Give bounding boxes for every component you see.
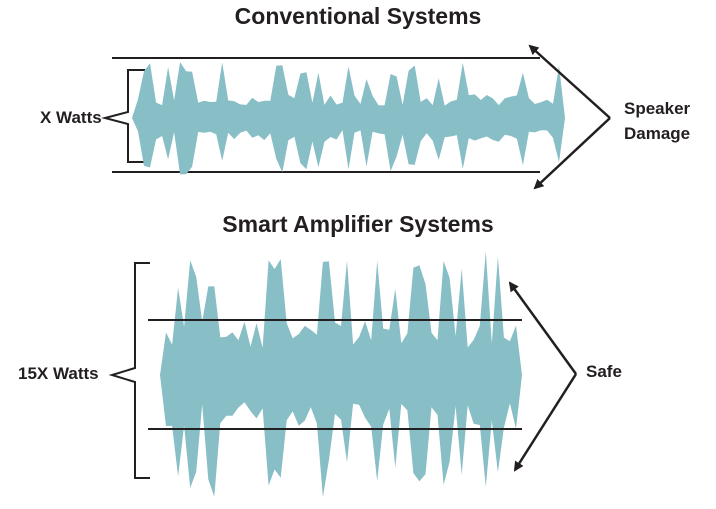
- arrow-down: [513, 373, 578, 472]
- conventional-title: Conventional Systems: [234, 3, 482, 29]
- arrow-up: [528, 44, 611, 119]
- smart-section: [108, 251, 578, 498]
- outcome-label-line1: Speaker: [624, 99, 691, 118]
- bracket: [101, 69, 145, 163]
- arrow-down: [533, 117, 611, 190]
- waveform: [160, 251, 522, 498]
- conventional-section: [101, 44, 611, 190]
- bracket: [108, 262, 150, 479]
- power-label: 15X Watts: [18, 364, 99, 383]
- power-label: X Watts: [40, 108, 102, 127]
- outcome-label: Safe: [586, 362, 622, 381]
- smart-title: Smart Amplifier Systems: [222, 211, 494, 237]
- waveform: [132, 62, 565, 175]
- arrow-up: [508, 281, 578, 375]
- outcome-label-line2: Damage: [624, 124, 691, 143]
